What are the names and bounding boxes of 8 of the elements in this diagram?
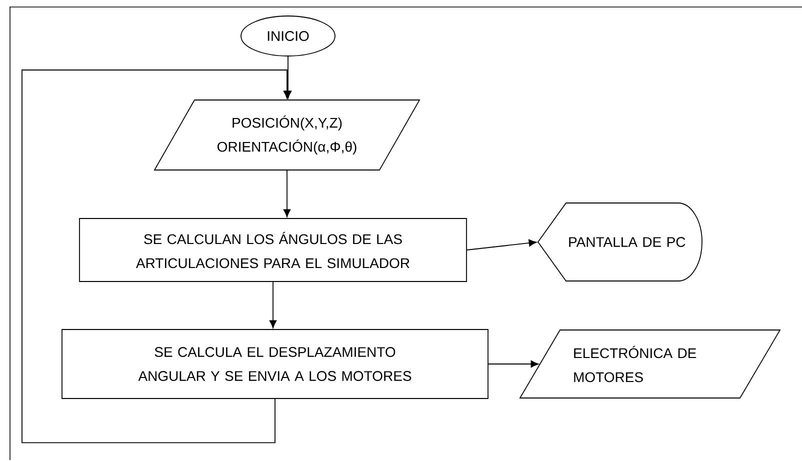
arrow <box>283 170 291 218</box>
process-box: SE CALCULAN LOS ÁNGULOS DE LAS ARTICULACIONES PARA EL SIMULADOR <box>79 218 467 282</box>
start-terminal: INICIO <box>240 16 336 56</box>
arrow <box>466 239 537 250</box>
arrow <box>269 281 277 328</box>
arrow <box>22 70 291 444</box>
arrow <box>488 360 539 368</box>
process-box: SE CALCULA EL DESPLAZAMIENTO ANGULAR Y SE ENVIA A LOS MOTORES <box>62 329 488 399</box>
